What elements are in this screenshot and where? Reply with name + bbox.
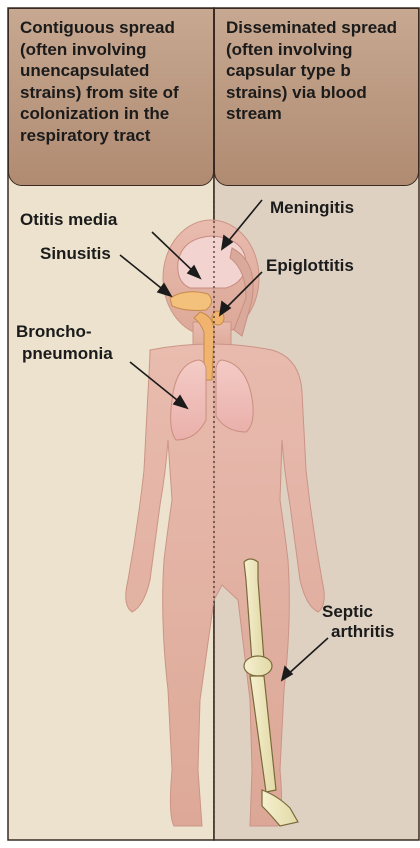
label-broncho-line2: pneumonia bbox=[22, 344, 113, 363]
header-line: colonization in the bbox=[20, 103, 203, 125]
header-line: stream bbox=[226, 103, 408, 125]
header-line: Contiguous spread bbox=[20, 17, 203, 39]
header-line: Disseminated spread bbox=[226, 17, 408, 39]
header-disseminated-spread: Disseminated spread (often involving cap… bbox=[214, 8, 419, 186]
header-line: strains) from site of bbox=[20, 82, 203, 104]
label-septic-line1: Septic bbox=[322, 602, 373, 621]
header-line: capsular type b bbox=[226, 60, 408, 82]
label-sinusitis: Sinusitis bbox=[40, 244, 111, 263]
header-line: strains) via blood bbox=[226, 82, 408, 104]
label-septic-line2: arthritis bbox=[331, 622, 394, 641]
label-epiglottitis: Epiglottitis bbox=[266, 256, 354, 275]
header-line: unencapsulated bbox=[20, 60, 203, 82]
header-contiguous-spread: Contiguous spread (often involving unenc… bbox=[8, 8, 214, 186]
label-broncho-line1: Broncho- bbox=[16, 322, 92, 341]
header-line: respiratory tract bbox=[20, 125, 203, 147]
sinus bbox=[170, 292, 212, 311]
label-meningitis: Meningitis bbox=[270, 198, 354, 217]
header-line: (often involving bbox=[226, 39, 408, 61]
label-otitis-media: Otitis media bbox=[20, 210, 117, 229]
header-line: (often involving bbox=[20, 39, 203, 61]
